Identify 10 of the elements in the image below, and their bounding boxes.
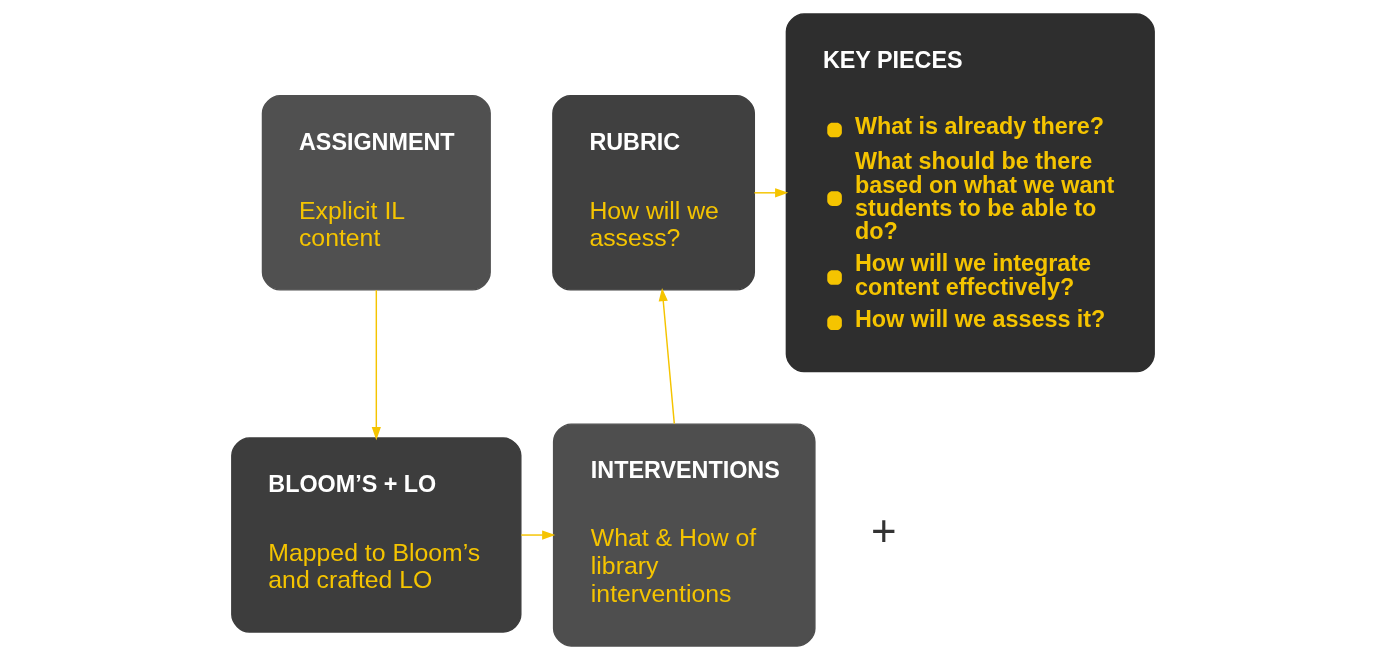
arrow xyxy=(371,289,381,441)
arrow xyxy=(658,287,675,425)
node-box: KEY PIECES What is already there? What should be there based on what we want students to be able to do? How will we integrate content effectively? How will we assess it? xyxy=(785,13,1155,373)
arrow xyxy=(753,188,788,198)
node-text: + xyxy=(870,505,897,555)
arrow xyxy=(520,530,555,540)
node-box: ASSIGNMENT Explicit IL content xyxy=(261,95,491,291)
node-box: INTERVENTIONS What & How of library interventions xyxy=(552,423,816,647)
node-box: RUBRIC How will we assess? xyxy=(551,95,755,291)
node-box: BLOOM’S + LO Mapped to Bloom’s and crafted LO xyxy=(230,437,521,633)
